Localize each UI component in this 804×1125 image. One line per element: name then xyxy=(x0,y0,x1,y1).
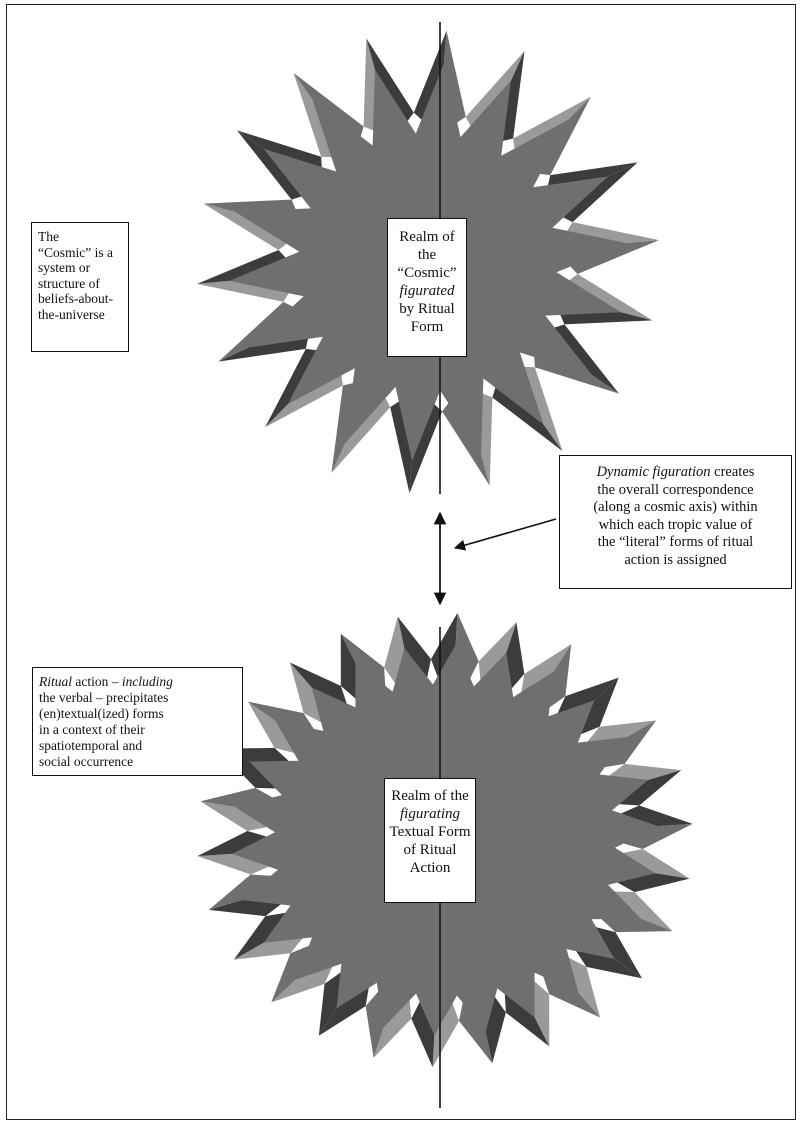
textual-realm-italic-line: figurating xyxy=(399,806,460,822)
textual-realm-line: Realm of the xyxy=(391,788,469,804)
dynamic-figuration-line: the “literal” forms of ritual xyxy=(597,534,754,550)
ritual-action-line: Ritual action – including xyxy=(39,674,236,690)
cosmic-definition-line: the-universe xyxy=(38,306,105,322)
cosmic-realm-line: Realm of xyxy=(399,229,455,245)
dynamic-figuration-italic: Dynamic figuration xyxy=(596,464,711,480)
pointer-arrow xyxy=(453,518,557,551)
cosmic-definition-line: system or xyxy=(38,260,91,275)
ritual-action-box: Ritual action – including the verbal – p… xyxy=(32,667,243,776)
cosmic-realm-italic-line: figurated xyxy=(399,283,455,299)
ritual-action-line: spatiotemporal and xyxy=(39,738,143,753)
dynamic-figuration-line: which each tropic value of xyxy=(598,516,753,533)
cosmic-definition-line: beliefs-about- xyxy=(38,291,113,306)
cosmic-realm-line: by Ritual xyxy=(399,301,455,317)
star-point-facet xyxy=(530,937,601,1018)
cosmic-definition-box: The “Cosmic” is a system or structure of… xyxy=(31,222,129,352)
ritual-action-line: social occurrence xyxy=(39,754,134,769)
dynamic-figuration-line: the overall correspondence xyxy=(597,481,754,498)
star-point-facet xyxy=(533,334,620,394)
star-point-facet xyxy=(331,378,375,473)
dynamic-figuration-line: action is assigned xyxy=(624,551,727,568)
textual-realm-line: Textual Form xyxy=(389,824,471,840)
dynamic-figuration-line: (along a cosmic axis) within xyxy=(593,499,758,515)
cosmic-realm-line: the xyxy=(417,247,437,263)
cosmic-realm-box: Realm of the “Cosmic” figurated by Ritua… xyxy=(387,218,467,357)
dynamic-figuration-line: Dynamic figuration creates xyxy=(566,464,785,482)
page-frame xyxy=(6,4,796,1120)
star-point-facet xyxy=(561,720,657,775)
textual-realm-box: Realm of the figurating Textual Form of … xyxy=(384,778,476,903)
cosmic-definition-line: “Cosmic” is a xyxy=(38,244,113,260)
cosmic-definition-line: structure of xyxy=(38,275,100,291)
textual-realm-line: Action xyxy=(409,860,451,876)
ritual-action-line: in a context of their xyxy=(39,722,145,737)
ritual-action-italic: including xyxy=(121,674,173,689)
star-point-facet xyxy=(289,662,360,743)
textual-realm-line: of Ritual xyxy=(403,842,457,858)
cosmic-definition-line: The xyxy=(38,229,59,244)
ritual-action-line: (en)textual(ized) forms xyxy=(39,706,164,721)
cosmic-realm-line: “Cosmic” xyxy=(397,265,457,281)
cosmic-realm-line: Form xyxy=(410,319,444,335)
ritual-action-italic: Ritual xyxy=(39,674,72,689)
dynamic-figuration-rest: creates xyxy=(710,464,755,480)
ritual-action-line: the verbal – precipitates xyxy=(39,690,169,705)
star-point-facet xyxy=(236,130,323,190)
star-point-facet xyxy=(248,701,337,764)
ritual-action-mid: action – xyxy=(72,674,122,689)
dynamic-figuration-box: Dynamic figuration creates the overall c… xyxy=(559,455,792,589)
star-point-facet xyxy=(340,633,388,727)
star-point-facet xyxy=(233,905,329,960)
